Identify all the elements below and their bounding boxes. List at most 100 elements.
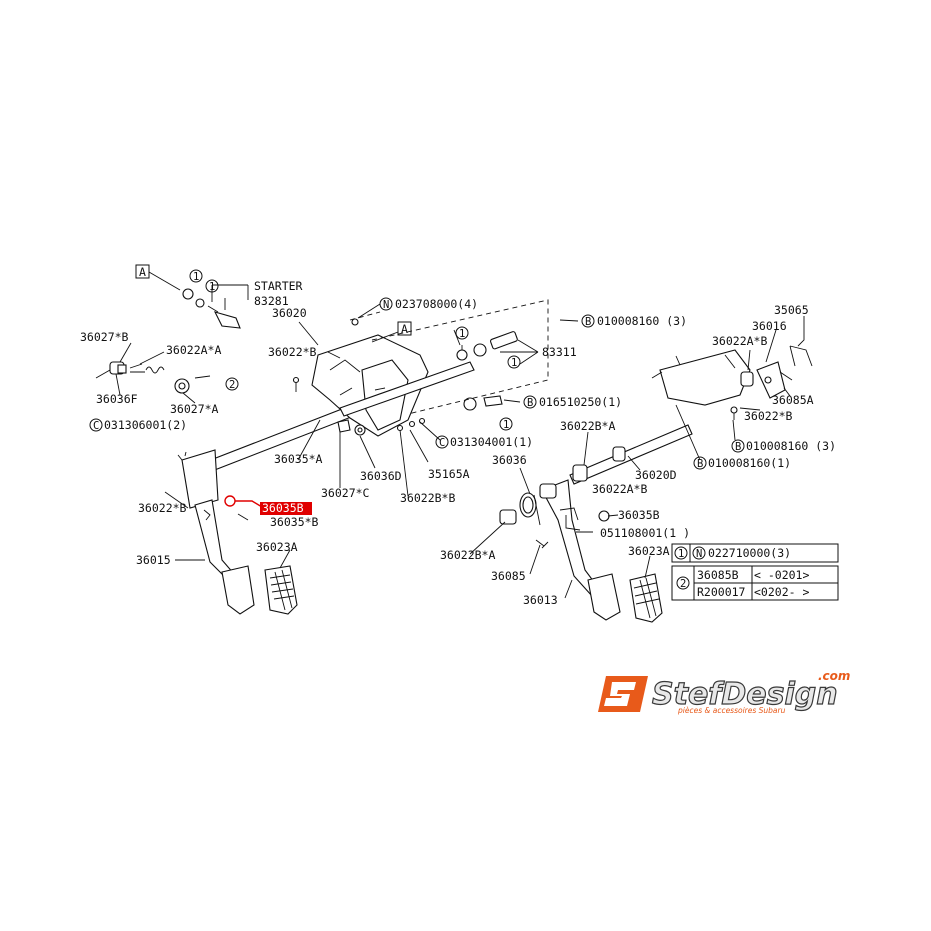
table-n-marker: N	[696, 548, 702, 560]
highlighted-part-36035b[interactable]: 36035B	[260, 501, 312, 515]
table-row2b-range: <0202- >	[754, 585, 809, 599]
label-36027xc: 36027*C	[321, 486, 370, 500]
box-a-label: A	[139, 265, 146, 279]
bolt-016510250	[463, 395, 503, 411]
leader-lines	[115, 284, 805, 599]
label-010008160-top: 010008160 (3)	[597, 314, 687, 328]
label-36036d: 36036D	[360, 469, 402, 483]
circled-ref-1-016510250: 1	[499, 417, 513, 431]
label-36035xa: 36035*A	[274, 452, 323, 466]
pedal-pad-36023a-left	[264, 565, 298, 615]
label-36022axb-center: 36022A*B	[592, 482, 647, 496]
svg-text:1: 1	[459, 328, 465, 340]
table-row1-code: 022710000(3)	[708, 546, 791, 560]
starter-switch-83281	[182, 288, 241, 329]
part-labels: STARTER 83281 36020 023708000(4) 0100081…	[80, 279, 836, 607]
logo-sj-glyph-icon	[604, 682, 636, 706]
label-36020d: 36020D	[635, 468, 677, 482]
return-spring-36036	[519, 492, 541, 526]
stefdesign-logo[interactable]: StefDesign .com pièces & accessoires Sub…	[598, 669, 850, 715]
label-36022xb-left: 36022*B	[138, 501, 187, 515]
label-36036: 36036	[492, 453, 527, 467]
label-36027xb: 36027*B	[80, 330, 129, 344]
circled-ref-2-left: 2	[225, 377, 239, 391]
label-36023a-left: 36023A	[256, 540, 298, 554]
svg-text:B: B	[585, 316, 591, 328]
svg-text:1: 1	[193, 271, 199, 283]
switch-83311	[456, 331, 518, 361]
label-36023a-right: 36023A	[628, 544, 670, 558]
label-35065: 35065	[774, 303, 809, 317]
pedal-bracket-36020	[311, 318, 429, 437]
left-bushing-group	[95, 361, 211, 394]
reference-table: 1 N 022710000(3) 2 36085B < -0201> R2000…	[671, 543, 839, 601]
reference-box-a-center: A	[371, 321, 412, 343]
label-36027xa: 36027*A	[170, 402, 219, 416]
label-starter: STARTER	[254, 279, 303, 293]
label-36035b-right: 36035B	[618, 508, 660, 522]
svg-text:C: C	[93, 420, 99, 432]
table-row2a-part: 36085B	[697, 568, 739, 582]
table-ref-1: 1	[678, 548, 684, 560]
table-ref-2: 2	[680, 578, 686, 590]
shaft-36035a	[339, 361, 475, 417]
circled-ref-1-starter-b: 1	[205, 279, 219, 293]
label-36020: 36020	[272, 306, 307, 320]
label-35165a: 35165A	[428, 467, 470, 481]
svg-text:B: B	[527, 397, 533, 409]
pad-36023a-right	[629, 573, 663, 623]
circled-ref-b-top: B	[581, 314, 595, 328]
svg-text:C: C	[439, 437, 445, 449]
svg-text:B: B	[697, 458, 703, 470]
dashed-reference-lines	[349, 299, 549, 415]
circled-ref-1-83311-bottom: 1	[507, 355, 521, 369]
label-36085a: 36085A	[772, 393, 814, 407]
table-row2b-part: R200017	[697, 585, 746, 599]
label-031306001: 031306001(2)	[104, 418, 187, 432]
label-36022bxa-top: 36022B*A	[560, 419, 615, 433]
label-36013: 36013	[523, 593, 558, 607]
logo-domain: .com	[818, 669, 850, 683]
svg-text:1: 1	[511, 357, 517, 369]
circled-ref-1-starter-a: 1	[189, 269, 203, 283]
svg-text:1: 1	[209, 281, 215, 293]
circled-ref-1-83311-top: 1	[455, 326, 469, 340]
label-36016: 36016	[752, 319, 787, 333]
label-051108001: 051108001(1 )	[600, 526, 690, 540]
circled-ref-c-left: C	[89, 418, 103, 432]
box-a-label: A	[401, 322, 408, 336]
shaft-36020d	[569, 424, 693, 485]
label-36022bxb: 36022B*B	[400, 491, 455, 505]
label-36022xb-right: 36022*B	[744, 409, 793, 423]
logo-tagline: pièces & accessoires Subaru	[677, 706, 786, 715]
table-row2a-range: < -0201>	[754, 568, 809, 582]
circled-ref-n-top: N	[379, 297, 393, 311]
label-83281: 83281	[254, 294, 289, 308]
label-023708000: 023708000(4)	[395, 297, 478, 311]
circled-ref-b-right-1: B	[693, 456, 707, 470]
svg-text:B: B	[735, 441, 741, 453]
highlight-leader	[224, 495, 263, 508]
circled-ref-b-right-3: B	[731, 439, 745, 453]
svg-text:N: N	[383, 299, 389, 311]
highlight-label: 36035B	[262, 501, 304, 515]
label-36022bxa-bottom: 36022B*A	[440, 548, 495, 562]
svg-text:2: 2	[229, 379, 235, 391]
label-031304001: 031304001(1)	[450, 435, 533, 449]
clutch-pedal-36015	[177, 401, 365, 615]
label-36036f: 36036F	[96, 392, 138, 406]
label-36085: 36085	[491, 569, 526, 583]
logo-wordmark: StefDesign	[652, 677, 838, 712]
brake-pedal-36013	[539, 479, 621, 621]
circled-ref-b-016510250: B	[523, 395, 537, 409]
svg-text:1: 1	[503, 419, 509, 431]
label-010008160-right-3: 010008160 (3)	[746, 439, 836, 453]
label-36015: 36015	[136, 553, 171, 567]
label-016510250: 016510250(1)	[539, 395, 622, 409]
label-36022axb-right: 36022A*B	[712, 334, 767, 348]
reference-box-a-left: A	[135, 264, 181, 291]
right-bracket-assembly	[651, 349, 751, 406]
label-010008160-right-1: 010008160(1)	[708, 456, 791, 470]
